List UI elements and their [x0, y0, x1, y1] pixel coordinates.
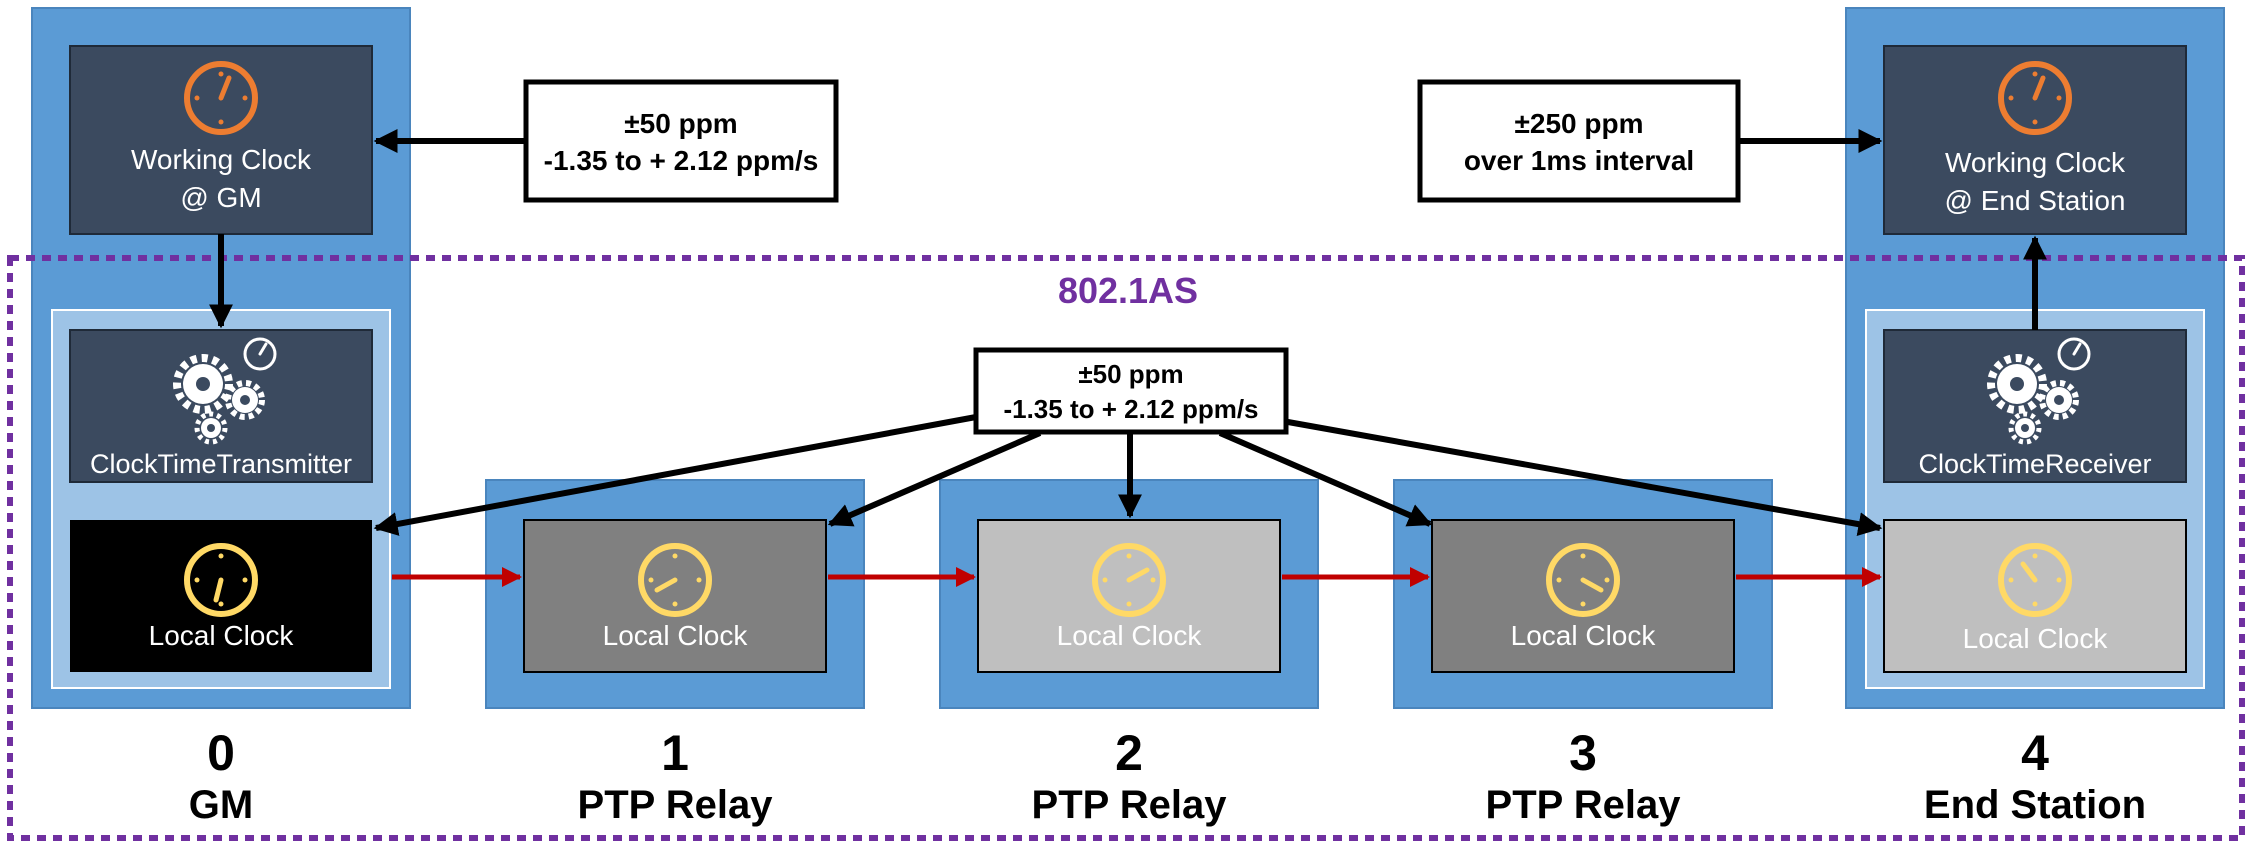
gears-icon	[1987, 354, 2079, 445]
gm-working-clock-box	[69, 45, 373, 235]
end-station-working-clock-label-2: @ End Station	[1945, 185, 2126, 216]
node-1-caption: PTP Relay	[578, 783, 774, 827]
node-3-caption: PTP Relay	[1486, 783, 1682, 827]
node-4-caption: End Station	[1924, 783, 2146, 827]
top-right-note-box	[1417, 79, 1741, 203]
clock-time-transmitter-label: ClockTimeTransmitter	[90, 449, 352, 479]
top-left-note-line-1: ±50 ppm	[624, 108, 737, 139]
end-station-working-clock-label-1: Working Clock	[1945, 147, 2126, 178]
domain-label: 802.1AS	[1058, 270, 1198, 311]
clock-icon	[1092, 543, 1166, 617]
arrow-center-note-to-node-0	[373, 414, 977, 536]
small-clock-icon	[243, 337, 277, 371]
clock-icon	[638, 543, 712, 617]
clock-icon	[184, 61, 258, 135]
gm-local-clock-label: Local Clock	[149, 620, 295, 651]
node-2-caption: PTP Relay	[1032, 783, 1228, 827]
end-station-working-clock-box	[1883, 45, 2187, 235]
arrow-center-note-to-node-4	[1287, 419, 1883, 537]
node-1-number: 1	[661, 725, 689, 781]
node-0-caption: GM	[189, 783, 253, 827]
center-note-box	[973, 347, 1289, 435]
clock-time-receiver-label: ClockTimeReceiver	[1918, 449, 2151, 479]
top-left-note-line-2: -1.35 to + 2.12 ppm/s	[544, 145, 819, 176]
node-3-number: 3	[1569, 725, 1597, 781]
top-right-note-line-2: over 1ms interval	[1464, 145, 1694, 176]
clock-icon	[1998, 61, 2072, 135]
node-4-number: 4	[2021, 725, 2049, 781]
arrow-center-note-to-node-3	[1218, 430, 1433, 527]
gm-working-clock-label-1: Working Clock	[131, 144, 312, 175]
gm-working-clock-label-2: @ GM	[180, 182, 261, 213]
gears-icon	[173, 354, 265, 445]
clock-icon	[1546, 543, 1620, 617]
relay-1-local-clock-label: Local Clock	[603, 620, 749, 651]
arrow-center-note-to-node-1	[827, 430, 1042, 527]
relay-3-local-clock-label: Local Clock	[1511, 620, 1657, 651]
small-clock-icon	[2057, 337, 2091, 371]
top-left-note-box	[523, 79, 839, 203]
clock-icon	[184, 543, 258, 617]
node-2-number: 2	[1115, 725, 1143, 781]
relay-2-local-clock-label: Local Clock	[1057, 620, 1203, 651]
center-note-line-2: -1.35 to + 2.12 ppm/s	[1003, 394, 1258, 424]
center-note-line-1: ±50 ppm	[1078, 359, 1183, 389]
domain-boundary	[7, 255, 2245, 841]
clock-icon	[1998, 543, 2072, 617]
end-station-local-clock-label: Local Clock	[1963, 623, 2109, 654]
node-0-number: 0	[207, 725, 235, 781]
top-right-note-line-1: ±250 ppm	[1515, 108, 1644, 139]
